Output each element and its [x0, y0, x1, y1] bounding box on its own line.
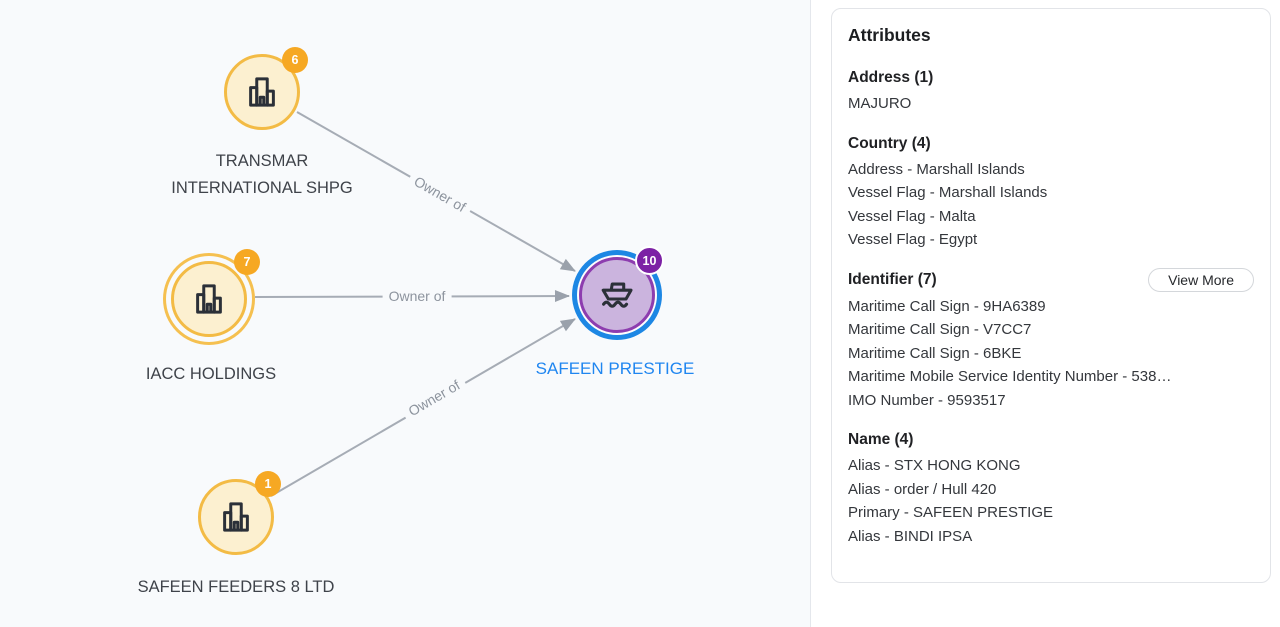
node-badge-count: 10 — [635, 246, 664, 275]
side-area: Attributes Address (1) MAJURO Country (4… — [811, 0, 1280, 627]
node-transmar-international-shpg[interactable]: 6 — [224, 47, 308, 130]
attribute-item: Vessel Flag - Malta — [848, 207, 976, 225]
node-badge-count: 7 — [234, 249, 260, 275]
edge-label-owner-of-2[interactable]: Owner of — [382, 287, 452, 305]
attribute-item: IMO Number - 9593517 — [848, 391, 1006, 409]
attribute-item: Alias - order / Hull 420 — [848, 480, 997, 498]
node-label-transmar: TRANSMAR INTERNATIONAL SHPG — [112, 148, 412, 202]
attribute-item: Alias - STX HONG KONG — [848, 457, 1021, 474]
section-header-country: Country (4) — [848, 134, 931, 152]
building-icon — [196, 284, 222, 314]
edges-layer — [254, 111, 576, 497]
node-label-safeen-prestige: SAFEEN PRESTIGE — [535, 359, 695, 378]
attribute-item: Alias - BINDI IPSA — [848, 527, 973, 545]
node-label-line2: INTERNATIONAL SHPG — [171, 179, 353, 197]
attribute-item: MAJURO — [848, 95, 912, 112]
section-header-identifier: Identifier (7) — [848, 271, 937, 288]
attribute-item: Vessel Flag - Marshall Islands — [848, 184, 1048, 201]
node-badge-count: 1 — [255, 471, 281, 497]
section-header-name: Name (4) — [848, 431, 914, 448]
node-label-iacc-holdings: IACC HOLDINGS — [145, 365, 277, 383]
attribute-item: Vessel Flag - Egypt — [848, 231, 978, 248]
node-label-line1: TRANSMAR — [215, 152, 309, 170]
attribute-item: Maritime Call Sign - 6BKE — [848, 344, 1022, 362]
attribute-item: Maritime Mobile Service Identity Number … — [848, 368, 1172, 385]
node-badge-count: 6 — [282, 47, 308, 73]
building-icon — [249, 77, 275, 107]
panel-title: Attributes — [848, 25, 931, 45]
attribute-item: Address - Marshall Islands — [848, 160, 1025, 178]
section-identifier: Identifier (7) View More Maritime Call S… — [848, 267, 1254, 413]
graph-canvas[interactable]: Owner of Owner of Owner of 6 TRANSMAR IN… — [0, 0, 811, 627]
section-country: Country (4) Address - Marshall Islands V… — [848, 132, 1254, 252]
section-address: Address (1) MAJURO — [848, 66, 1254, 116]
attribute-item: Primary - SAFEEN PRESTIGE — [848, 504, 1054, 521]
node-iacc-holdings[interactable]: 7 — [171, 249, 260, 337]
ship-icon — [601, 282, 633, 308]
attribute-item: Maritime Call Sign - V7CC7 — [848, 321, 1032, 338]
attributes-panel: Attributes Address (1) MAJURO Country (4… — [831, 8, 1271, 583]
section-name: Name (4) Alias - STX HONG KONG Alias - o… — [848, 428, 1254, 548]
node-safeen-feeders-8-ltd[interactable]: 1 — [198, 471, 281, 555]
view-more-button[interactable]: View More — [1148, 267, 1254, 292]
building-icon — [223, 502, 249, 532]
node-safeen-prestige[interactable]: 10 — [579, 246, 664, 333]
node-label-safeen-feeders: SAFEEN FEEDERS 8 LTD — [137, 578, 335, 596]
attribute-item: Maritime Call Sign - 9HA6389 — [848, 297, 1046, 315]
company-node-circle[interactable] — [171, 261, 247, 337]
section-header-address: Address (1) — [848, 69, 934, 86]
